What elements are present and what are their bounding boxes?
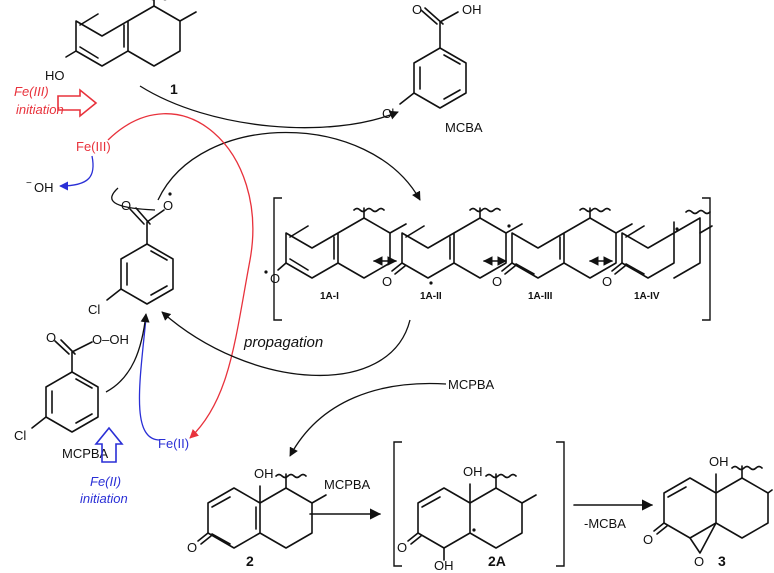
compound-3: O OH O 3 bbox=[643, 454, 773, 569]
arrow-fe2-to-radical bbox=[138, 317, 161, 441]
compound-3-label: 3 bbox=[718, 553, 726, 569]
compound-2a-oxygen: O bbox=[397, 540, 407, 555]
arrow-propagation bbox=[161, 311, 411, 377]
res1-oxygen: O bbox=[270, 271, 280, 286]
mcpba-left-cl: Cl bbox=[14, 428, 26, 443]
arrow-fe3-to-fe2 bbox=[107, 113, 254, 439]
compound-2a-oh-bottom: OH bbox=[434, 558, 454, 573]
minus-mcba-label: -MCBA bbox=[584, 516, 626, 531]
arrow-radical-curl bbox=[111, 187, 156, 211]
mcba-carbonyl-o: O bbox=[412, 2, 422, 17]
compound-2a-label: 2A bbox=[488, 553, 506, 569]
fe2-initiation-line2: initiation bbox=[80, 491, 128, 506]
res3-label: 1A-III bbox=[528, 291, 553, 302]
bracket-2a-right bbox=[556, 441, 565, 567]
fe2-initiation-note: Fe(II) initiation bbox=[80, 426, 128, 506]
compound-2: O OH 2 bbox=[187, 466, 327, 569]
res4-oxygen: O bbox=[602, 274, 612, 289]
compound-2a-oh-top: OH bbox=[463, 464, 483, 479]
mcpba-left-label: MCPBA bbox=[62, 446, 109, 461]
compound-2-oxygen: O bbox=[187, 540, 197, 555]
mcba-structure: O OH Cl MCBA bbox=[382, 2, 483, 135]
resonance-bracket-right bbox=[702, 197, 711, 321]
fe3-initiation-note: Fe(III) initiation bbox=[14, 84, 98, 118]
res4-radical-dot-icon bbox=[675, 227, 679, 231]
mcpba-left-carbonyl-o: O bbox=[46, 330, 56, 345]
compound-1: HO 1 bbox=[45, 0, 197, 97]
arrow-mcpba-to-2 bbox=[289, 382, 447, 457]
bracket-2a-left bbox=[393, 441, 402, 567]
radical-oxygen: O bbox=[163, 198, 173, 213]
res4-label: 1A-IV bbox=[634, 291, 660, 302]
fe3-label: Fe(III) bbox=[76, 139, 111, 154]
propagation-label: propagation bbox=[243, 334, 323, 351]
benzoyloxy-radical: O O Cl bbox=[88, 192, 174, 317]
res2-label: 1A-II bbox=[420, 291, 442, 302]
res2-radical-dot-icon bbox=[429, 281, 433, 285]
radical-cl: Cl bbox=[88, 302, 100, 317]
radical-carbonyl-o: O bbox=[121, 198, 131, 213]
res3-oxygen: O bbox=[492, 274, 502, 289]
mcpba-left-structure: O O–OH Cl MCPBA bbox=[14, 330, 129, 461]
res3-radical-dot-icon bbox=[507, 224, 511, 228]
resonance-1a-iii: O 1A-III bbox=[492, 207, 633, 302]
mcba-label: MCBA bbox=[445, 120, 483, 135]
radical-dot-icon bbox=[168, 192, 172, 196]
mcpba-left-peroxy: O–OH bbox=[92, 332, 129, 347]
resonance-1a-i: O 1A-I bbox=[264, 207, 407, 302]
arrow-fe3-to-oh bbox=[59, 155, 94, 191]
compound-3-epoxide-o: O bbox=[694, 554, 704, 569]
hydroxide-label: OH bbox=[34, 180, 54, 195]
mcpba-step-label: MCPBA bbox=[324, 477, 371, 492]
fe3-initiation-arrow bbox=[57, 88, 98, 118]
resonance-1a-iv: O 1A-IV bbox=[602, 209, 713, 302]
compound-3-oxygen: O bbox=[643, 532, 653, 547]
fe3-initiation-line1: Fe(III) bbox=[14, 84, 49, 99]
mcpba-right-label: MCPBA bbox=[448, 377, 495, 392]
compound-2-label: 2 bbox=[246, 553, 254, 569]
resonance-1a-ii: O 1A-II bbox=[382, 207, 523, 302]
compound-2-oh: OH bbox=[254, 466, 274, 481]
fe2-label: Fe(II) bbox=[158, 436, 189, 451]
compound-1-label: 1 bbox=[170, 81, 178, 97]
fe2-initiation-arrow bbox=[94, 426, 124, 463]
arrow-mcpba-to-radical bbox=[105, 313, 150, 393]
compound-2a-radical-dot-icon bbox=[472, 528, 476, 532]
fe3-initiation-line2: initiation bbox=[16, 102, 64, 117]
compound-3-oh: OH bbox=[709, 454, 729, 469]
compound-2a: O OH OH 2A bbox=[397, 464, 537, 573]
res1-radical-dot-icon bbox=[264, 270, 268, 274]
resonance-bracket-left bbox=[273, 197, 282, 321]
res2-oxygen: O bbox=[382, 274, 392, 289]
fe2-initiation-line1: Fe(II) bbox=[90, 474, 121, 489]
res1-label: 1A-I bbox=[320, 291, 339, 302]
hydroxide-charge: − bbox=[26, 178, 32, 189]
compound-1-substituent: HO bbox=[45, 68, 65, 83]
mcba-oh: OH bbox=[462, 2, 482, 17]
arrow-1-to-mcba bbox=[139, 85, 399, 129]
arrow-to-resonance bbox=[157, 131, 421, 201]
